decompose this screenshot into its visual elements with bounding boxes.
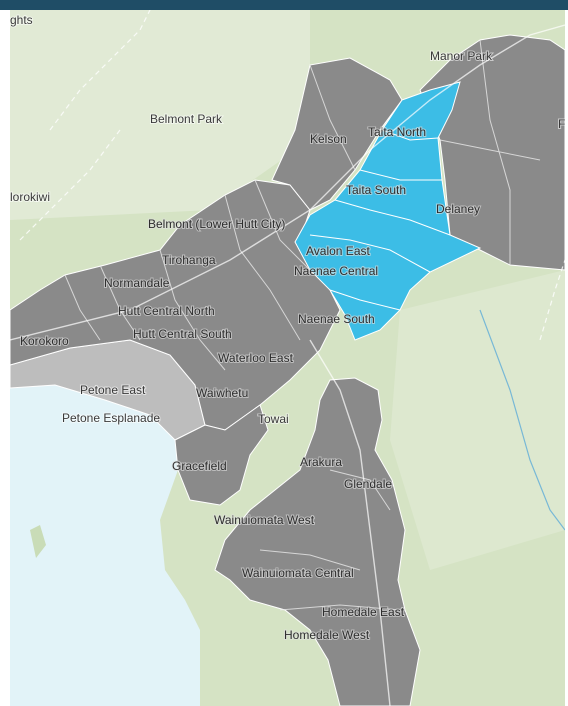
selected-inner-boundaries [309,129,451,311]
label-edge-partial: F [558,117,565,131]
label-avalon-east: Avalon East [306,244,370,258]
suburb-boundaries [64,39,541,611]
suburb-map[interactable]: ghts Manor Park Belmont Park Kelson Tait… [10,10,565,706]
label-petone-east: Petone East [80,383,146,397]
region-gracefield[interactable] [174,404,269,506]
label-korokiwi-partial: lorokiwi [10,190,50,204]
label-kelson: Kelson [310,132,347,146]
label-belmont-lower-hutt: Belmont (Lower Hutt City) [148,217,285,231]
label-naenae-south: Naenae South [298,312,375,326]
land-light-patch-east [390,270,565,570]
label-homedale-east: Homedale East [322,605,405,619]
top-bar [0,0,568,10]
stream [479,309,565,531]
label-waiwhetu: Waiwhetu [196,386,248,400]
label-arakura: Arakura [300,455,342,469]
label-tirohanga: Tirohanga [162,253,216,267]
label-petone-esplanade: Petone Esplanade [62,411,160,425]
river-road [309,339,391,706]
district-boundary-dashed-north [49,10,151,131]
label-belmont-park: Belmont Park [150,112,223,126]
label-glendale: Glendale [344,477,392,491]
land-light-patch [10,10,310,220]
label-manor-park: Manor Park [430,49,493,63]
label-delaney: Delaney [436,202,480,216]
label-hutt-central-north: Hutt Central North [118,304,215,318]
region-wainuiomata[interactable] [214,377,421,706]
region-selected-taita-naenae[interactable] [294,81,482,341]
label-waterloo-east: Waterloo East [218,351,294,365]
label-wainuiomata-central: Wainuiomata Central [242,566,354,580]
label-naenae-central: Naenae Central [294,264,378,278]
label-gracefield: Gracefield [172,459,227,473]
district-boundary-dashed-west [19,129,121,241]
harbour-inlet [30,525,46,558]
label-towai: Towai [258,412,289,426]
label-hutt-central-south: Hutt Central South [133,327,232,341]
label-homedale-west: Homedale West [284,628,370,642]
label-normandale: Normandale [104,276,170,290]
label-korokoro: Korokoro [20,334,69,348]
harbour-water[interactable] [10,380,200,706]
label-taita-north: Taita North [368,125,426,139]
label-taita-south: Taita South [346,183,406,197]
label-heights-partial: ghts [10,13,33,27]
label-wainuiomata-west: Wainuiomata West [214,513,315,527]
district-boundary-dashed-east [539,259,565,341]
main-road [10,24,565,341]
